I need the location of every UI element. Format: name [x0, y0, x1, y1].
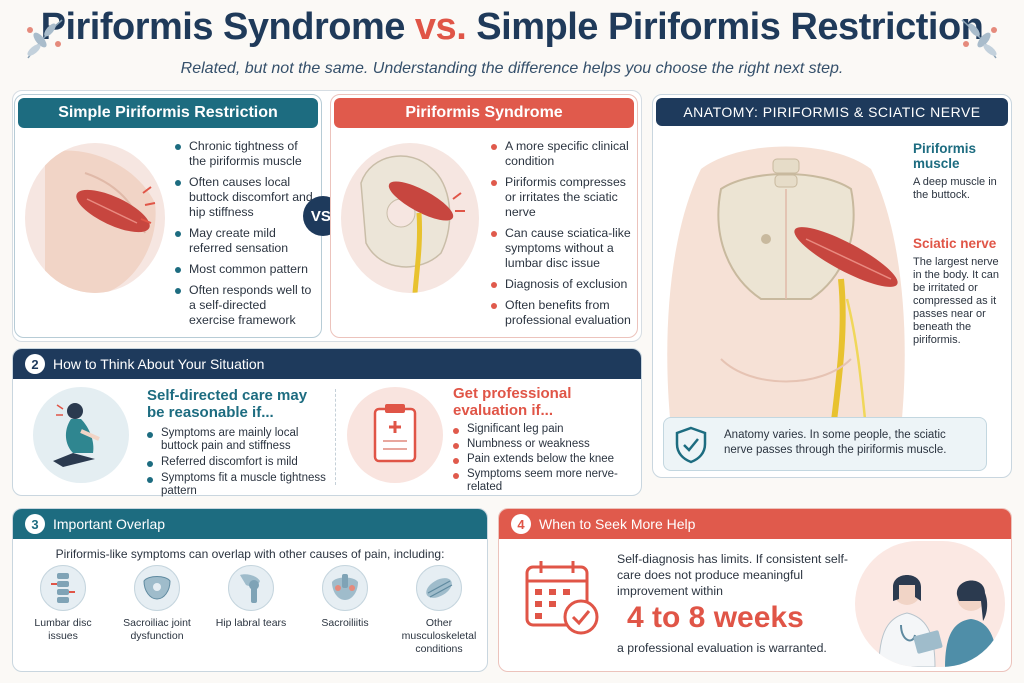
- overlap-item: Sacroiliitis: [303, 565, 387, 656]
- seek-title: When to Seek More Help: [539, 516, 696, 532]
- stretch-illustration: [33, 387, 129, 483]
- overlap-section: 3 Important Overlap Piriformis-like symp…: [12, 508, 488, 672]
- clipboard-illustration: [347, 387, 443, 483]
- hip-joint-icon: [228, 565, 274, 611]
- pelvis-icon: [134, 565, 180, 611]
- page-title: Piriformis Syndrome vs. Simple Piriformi…: [40, 6, 984, 48]
- overlap-icons: Lumbar disc issues Sacroiliac joint dysf…: [21, 565, 481, 656]
- overlap-item: Sacroiliac joint dysfunction: [115, 565, 199, 656]
- nerve-callout: Sciatic nerve The largest nerve in the b…: [913, 236, 1000, 346]
- overlap-item: Lumbar disc issues: [21, 565, 105, 656]
- overlap-intro: Piriformis-like symptoms can overlap wit…: [55, 547, 445, 561]
- section-number: 4: [511, 514, 531, 534]
- muscle-callout: Piriformis muscle A deep muscle in the b…: [913, 141, 997, 201]
- professional-bullets: Significant leg pain Numbness or weaknes…: [453, 423, 633, 494]
- clinician-illustration: [855, 541, 1005, 667]
- self-care-bullets: Symptoms are mainly local buttock pain a…: [147, 427, 327, 498]
- anatomy-note: Anatomy varies. In some people, the scia…: [663, 417, 987, 471]
- clipboard-icon: [373, 404, 417, 463]
- section-number: 3: [25, 514, 45, 534]
- seek-help-section: 4 When to Seek More Help Self-diagnosis …: [498, 508, 1012, 672]
- syndrome-title: Piriformis Syndrome: [334, 98, 634, 128]
- self-care-block: Self-directed care may be reasonable if.…: [147, 387, 327, 498]
- overlap-item: Hip labral tears: [209, 565, 293, 656]
- overlap-title: Important Overlap: [53, 516, 166, 532]
- divider: [335, 389, 336, 485]
- syndrome-bullets: A more specific clinical condition Pirif…: [491, 139, 633, 334]
- pelvis-illustration: [341, 143, 479, 293]
- shield-check-icon: [675, 426, 707, 464]
- professional-block: Get professional evaluation if... Signif…: [453, 385, 633, 496]
- leaf-sprig-icon: [27, 19, 63, 59]
- seek-footer: a professional evaluation is warranted.: [617, 641, 827, 655]
- muscle-fiber-icon: [416, 565, 462, 611]
- leaf-sprig-icon: [961, 19, 997, 59]
- restriction-bullets: Chronic tightness of the piriformis musc…: [175, 139, 315, 334]
- pelvis-nerve-icon: [360, 155, 465, 293]
- restriction-card: Simple Piriformis Restriction Chronic ti…: [14, 94, 322, 338]
- anatomy-card: ANATOMY: PIRIFORMIS & SCIATIC NERVE Piri…: [652, 94, 1012, 478]
- restriction-title: Simple Piriformis Restriction: [18, 98, 318, 128]
- situation-section: 2 How to Think About Your Situation Self…: [12, 348, 642, 497]
- anatomy-title: ANATOMY: PIRIFORMIS & SCIATIC NERVE: [656, 98, 1008, 126]
- overlap-item: Other musculoskeletal conditions: [397, 565, 481, 656]
- seek-highlight: 4 to 8 weeks: [627, 601, 804, 634]
- calendar-check-icon: [525, 561, 599, 635]
- seek-text: Self-diagnosis has limits. If consistent…: [617, 552, 848, 598]
- doctor-patient-icon: [878, 575, 997, 667]
- situation-title: How to Think About Your Situation: [53, 356, 265, 372]
- buttock-muscle-icon: [45, 150, 156, 293]
- page-subtitle: Related, but not the same. Understanding…: [180, 60, 844, 77]
- sacrum-icon: [322, 565, 368, 611]
- buttock-illustration: [25, 143, 165, 293]
- section-number: 2: [25, 354, 45, 374]
- pelvis-anatomy-icon: [667, 146, 905, 429]
- person-stretching-icon: [53, 403, 100, 467]
- spine-icon: [40, 565, 86, 611]
- syndrome-card: Piriformis Syndrome A more specific clin…: [330, 94, 638, 338]
